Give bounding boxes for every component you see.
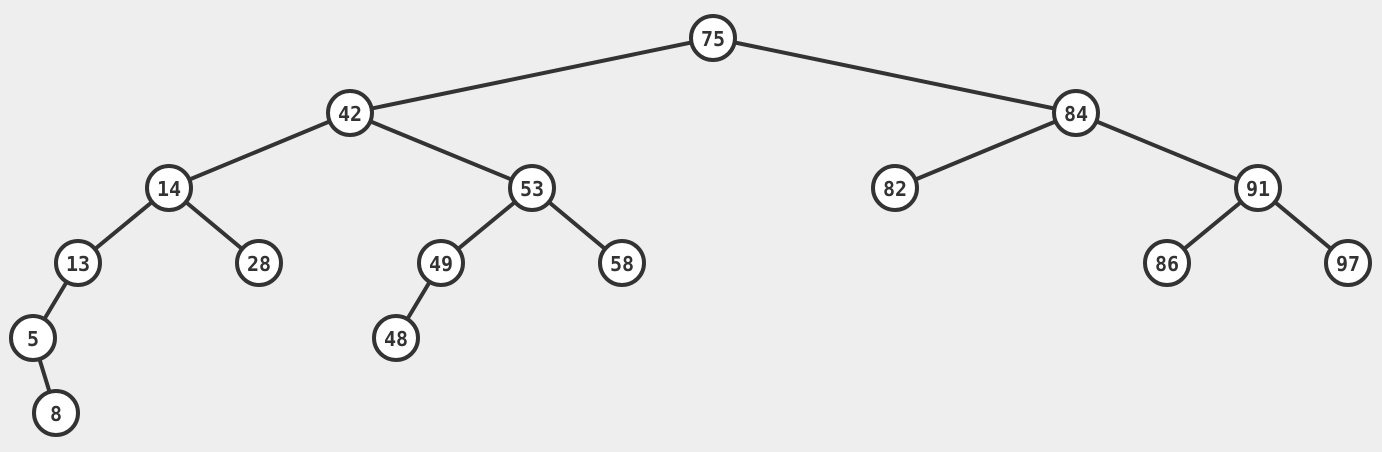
node-label: 28: [247, 252, 271, 276]
node-label: 53: [520, 177, 544, 201]
node-label: 84: [1064, 102, 1088, 126]
tree-node-53: 53: [508, 164, 556, 212]
node-circle: [689, 14, 737, 62]
node-label: 97: [1336, 252, 1360, 276]
node-circle: [372, 314, 420, 362]
node-circle: [1143, 239, 1191, 287]
node-label: 8: [50, 402, 62, 426]
node-circle: [1324, 239, 1372, 287]
tree-node-82: 82: [871, 164, 919, 212]
node-label: 14: [157, 177, 181, 201]
tree-node-13: 13: [54, 239, 102, 287]
node-label: 42: [338, 102, 362, 126]
node-circle: [871, 164, 919, 212]
tree-node-8: 8: [32, 389, 80, 437]
tree-node-42: 42: [326, 89, 374, 137]
node-label: 58: [610, 252, 634, 276]
tree-node-97: 97: [1324, 239, 1372, 287]
node-label: 75: [701, 27, 725, 51]
node-circle: [326, 89, 374, 137]
edge-75-84: [711, 36, 1078, 115]
node-label: 91: [1246, 177, 1270, 201]
edge-42-14: [167, 111, 352, 190]
tree-node-48: 48: [372, 314, 420, 362]
tree-edges: [31, 36, 1350, 415]
tree-nodes: 75 42 84 14 53 82 91 13 28 49 58 86 97 5 48 8: [9, 14, 1372, 437]
tree-node-14: 14: [145, 164, 193, 212]
node-circle: [598, 239, 646, 287]
tree-node-91: 91: [1234, 164, 1282, 212]
tree-node-75: 75: [689, 14, 737, 62]
tree-node-49: 49: [417, 239, 465, 287]
node-label: 49: [429, 252, 453, 276]
node-circle: [9, 314, 57, 362]
node-circle: [417, 239, 465, 287]
node-label: 5: [27, 327, 39, 351]
tree-node-5: 5: [9, 314, 57, 362]
node-label: 48: [384, 327, 408, 351]
node-circle: [1234, 164, 1282, 212]
tree-node-58: 58: [598, 239, 646, 287]
node-label: 13: [66, 252, 90, 276]
node-circle: [32, 389, 80, 437]
edge-75-42: [348, 36, 715, 115]
tree-node-86: 86: [1143, 239, 1191, 287]
node-circle: [145, 164, 193, 212]
edge-42-53: [348, 111, 534, 190]
tree-node-28: 28: [235, 239, 283, 287]
node-label: 82: [883, 177, 907, 201]
tree-node-84: 84: [1052, 89, 1100, 137]
node-circle: [54, 239, 102, 287]
edge-84-82: [893, 111, 1078, 190]
edge-84-91: [1074, 111, 1260, 190]
node-label: 86: [1155, 252, 1179, 276]
node-circle: [508, 164, 556, 212]
node-circle: [1052, 89, 1100, 137]
node-circle: [235, 239, 283, 287]
